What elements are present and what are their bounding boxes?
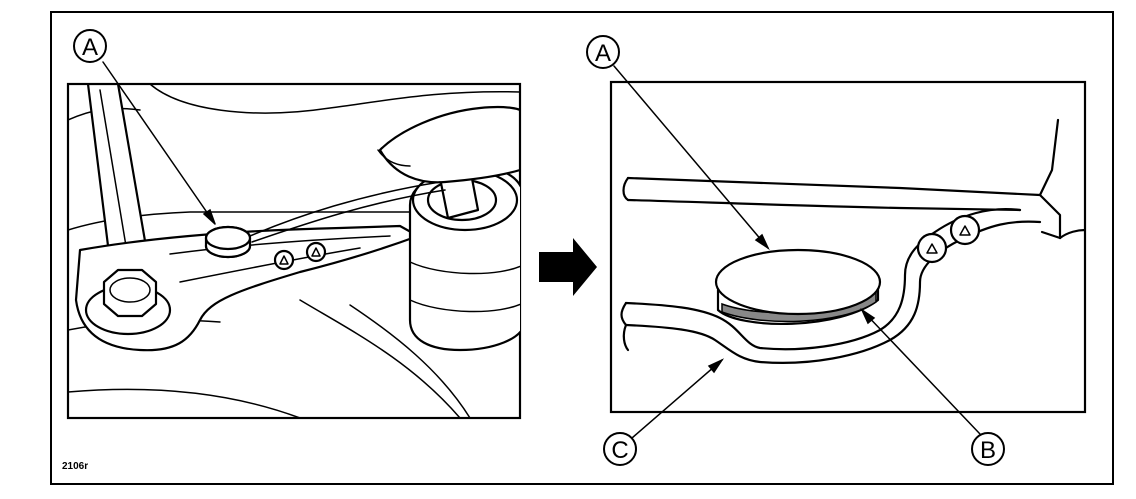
callout-c-label: C bbox=[611, 437, 628, 464]
left-callout-a-label: A bbox=[82, 34, 98, 61]
callout-b: B bbox=[860, 307, 1005, 466]
right-callout-a-label: A bbox=[595, 40, 611, 67]
right-panel-frame bbox=[609, 80, 1087, 414]
figure-reference-code: 2106r bbox=[62, 461, 88, 472]
left-callout-a: A bbox=[73, 29, 216, 225]
figure-border bbox=[50, 11, 1114, 485]
left-illustration bbox=[66, 82, 522, 420]
transition-arrow bbox=[539, 238, 597, 296]
callout-b-label: B bbox=[980, 437, 996, 464]
right-callout-a: A bbox=[586, 35, 770, 251]
right-illustration bbox=[609, 80, 1087, 414]
callout-c: C bbox=[603, 358, 725, 466]
